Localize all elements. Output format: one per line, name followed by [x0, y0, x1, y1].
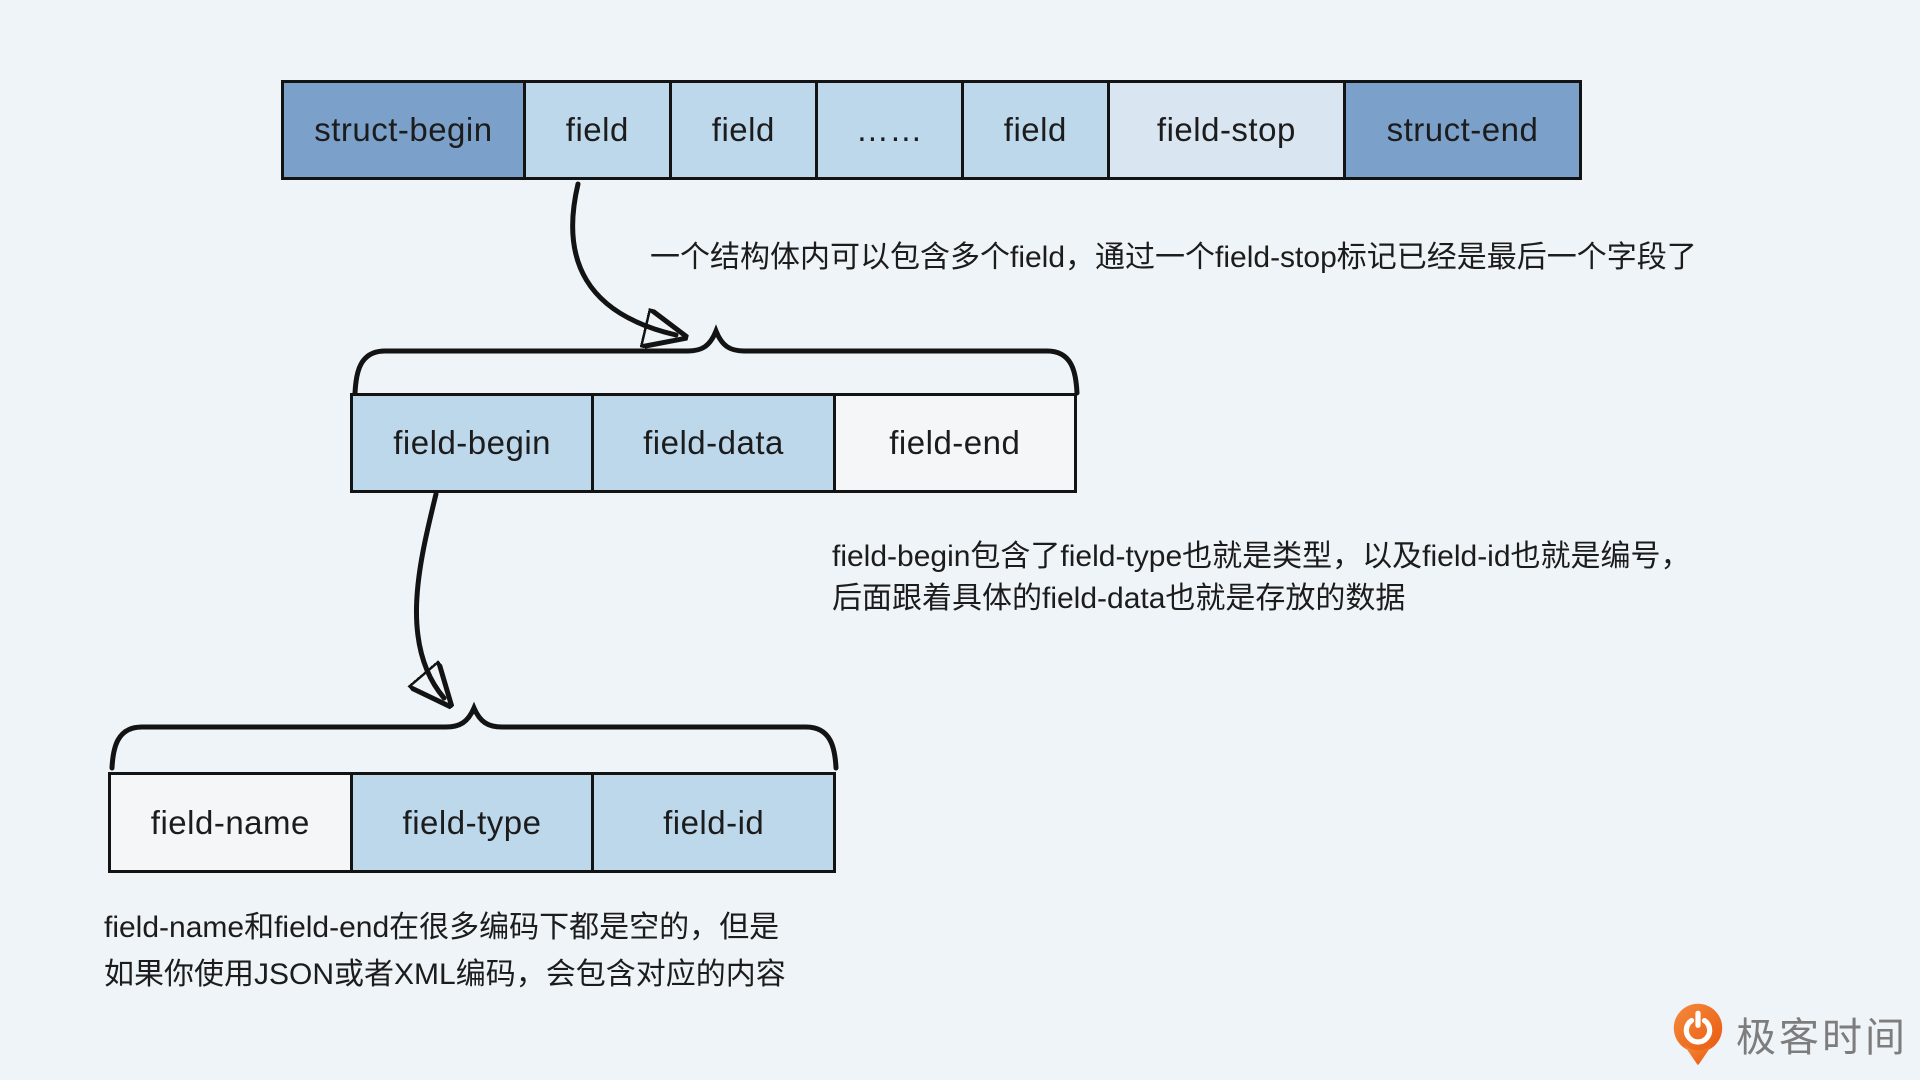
- curved-arrow-fieldbegin-to-row3: [416, 491, 444, 698]
- note-field-begin-contents: field-begin包含了field-type也就是类型，以及field-id…: [832, 536, 1691, 620]
- note-line: 后面跟着具体的field-data也就是存放的数据: [832, 582, 1406, 615]
- cell-struct-end: struct-end: [1345, 83, 1579, 177]
- cell-field-id: field-id: [594, 775, 834, 870]
- brace-row2: [352, 324, 1080, 396]
- note-line: 如果你使用JSON或者XML编码，会包含对应的内容: [104, 958, 786, 991]
- cell-field: field: [671, 83, 818, 177]
- cell-struct-begin: struct-begin: [284, 83, 526, 177]
- cell-field: field: [525, 83, 672, 177]
- cell-field-data: field-data: [594, 396, 836, 490]
- cell-field-type: field-type: [352, 775, 595, 870]
- geektime-logo: 极客时间: [1672, 1002, 1908, 1066]
- note-line: field-begin包含了field-type也就是类型，以及field-id…: [832, 540, 1691, 573]
- cell-ellipsis: ……: [817, 83, 964, 177]
- cell-field-stop: field-stop: [1109, 83, 1346, 177]
- geektime-pin-icon: [1673, 1003, 1723, 1065]
- brace-row3: [109, 701, 839, 771]
- note-struct-fields: 一个结构体内可以包含多个field，通过一个field-stop标记已经是最后一…: [650, 236, 1697, 280]
- cell-field-end: field-end: [835, 396, 1074, 490]
- geektime-logo-text: 极客时间: [1736, 1016, 1908, 1060]
- note-line: field-name和field-end在很多编码下都是空的，但是: [104, 911, 780, 944]
- cell-field-name: field-name: [111, 775, 353, 870]
- cell-field-begin: field-begin: [353, 396, 595, 490]
- note-empty-encodings: field-name和field-end在很多编码下都是空的，但是 如果你使用J…: [104, 904, 786, 998]
- cell-field: field: [963, 83, 1110, 177]
- note-line: 一个结构体内可以包含多个field，通过一个field-stop标记已经是最后一…: [650, 241, 1697, 274]
